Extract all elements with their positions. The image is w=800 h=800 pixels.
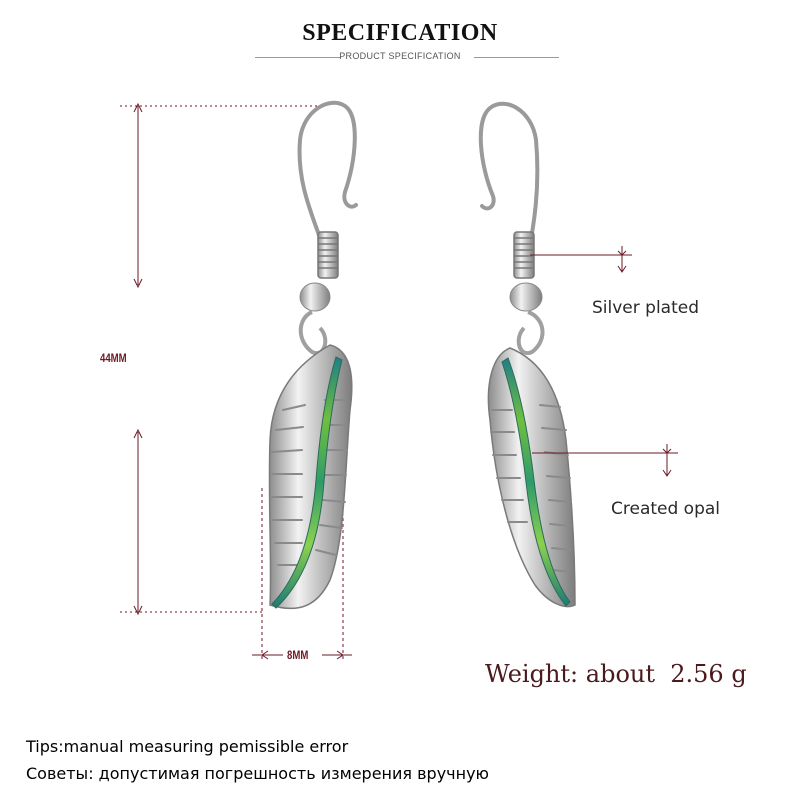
page-subtitle: PRODUCT SPECIFICATION bbox=[339, 51, 461, 61]
height-dimension-label: 44MM bbox=[100, 351, 127, 365]
tips-russian: Советы: допустимая погрешность измерения… bbox=[26, 764, 490, 783]
page-title: SPECIFICATION bbox=[302, 20, 498, 46]
stone-callout: Created opal bbox=[611, 499, 721, 519]
right-earring bbox=[478, 101, 576, 608]
height-dimension bbox=[120, 102, 320, 616]
width-dimension-label: 8MM bbox=[287, 648, 309, 662]
width-dimension bbox=[252, 488, 352, 662]
material-callout: Silver plated bbox=[592, 298, 699, 318]
callout-silver-line bbox=[530, 246, 632, 273]
subtitle-divider bbox=[0, 50, 800, 64]
weight-value: 2.56 g bbox=[670, 660, 747, 688]
divider-right bbox=[474, 57, 559, 58]
weight-text: Weight: about 2.56 g bbox=[485, 660, 747, 688]
left-earring bbox=[268, 100, 358, 610]
tips-english: Tips:manual measuring pemissible error bbox=[26, 737, 349, 756]
weight-label: Weight: about bbox=[485, 660, 655, 688]
callout-opal-line bbox=[532, 444, 678, 477]
divider-left bbox=[255, 57, 340, 58]
